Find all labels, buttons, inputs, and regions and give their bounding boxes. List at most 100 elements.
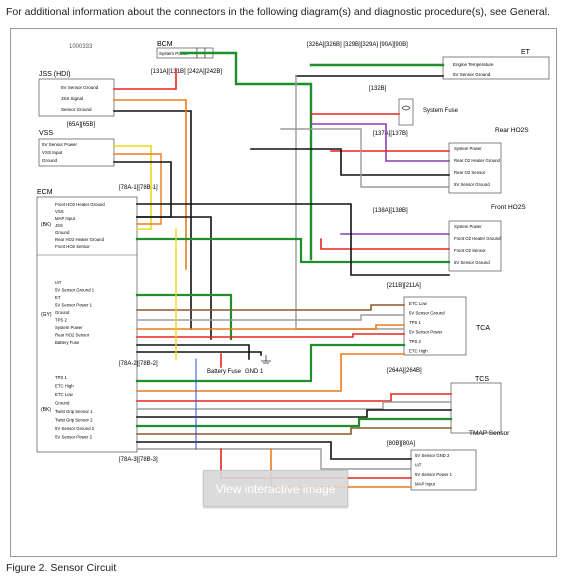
wire-black: [136, 441, 412, 460]
rear-o2-connector: [137A][137B]: [373, 131, 408, 137]
bcm-title: BCM: [157, 41, 173, 48]
wire-black: [250, 148, 450, 176]
tca-pin-label: 5V Sensor Ground: [409, 311, 445, 316]
ecm-pin-label: 5V Sensor Ground 2: [55, 426, 95, 431]
wire-red: [113, 68, 177, 90]
ecm-pin-label: ET: [55, 295, 61, 300]
tmap-connector: [80B][80A]: [387, 441, 415, 447]
ecm-pin-label: Ground: [55, 230, 70, 235]
ecm-pin-label: 5V Sensor Power 1: [55, 303, 93, 308]
jss-row: Sensor Ground: [61, 107, 92, 112]
ecm-pin-label: Rear HO2 Heater Ground: [55, 237, 105, 242]
vss-title: VSS: [39, 130, 53, 137]
rear-o2-pin-label: Rear O2 Sensor: [454, 170, 486, 175]
ecm-pin-label: 5V Sensor Ground 1: [55, 288, 95, 293]
wire-green: [135, 237, 451, 264]
wiring-diagram: 1000333 BCM System Power [131A][131B] [2…: [10, 28, 557, 557]
ecm-pin-label: Front HO2 Sensor: [55, 244, 90, 249]
ecm-connector-1: [78A-1][78B-1]: [119, 185, 158, 191]
tcs-connector: [264A][264B]: [387, 368, 422, 374]
wire-yellow: [113, 145, 152, 230]
ecm-connector-3: [78A-3][78B-3]: [119, 457, 158, 463]
tmap-pin-label: MAP Input: [415, 482, 436, 487]
tcs-title: TCS: [475, 376, 489, 383]
wire-brown: [136, 304, 405, 311]
ecm-side-label: (GY): [41, 312, 52, 318]
ecm-box: [36, 196, 138, 453]
tca-pin-label: ETC Low: [409, 301, 428, 306]
tca-pin-label: ETC High: [409, 349, 428, 354]
wire-violet: [310, 123, 450, 162]
ecm-pin-label: MAP Input: [55, 216, 76, 221]
front-o2-title: Front HO2S: [491, 204, 526, 211]
vss-row: VSS Input: [42, 150, 63, 155]
bcm-pin-label: System Power: [159, 51, 189, 56]
ecm-pin-label: VSS: [55, 209, 64, 214]
view-interactive-image-button[interactable]: View interactive image: [203, 470, 348, 507]
wire-black: [136, 409, 452, 418]
ecm-pin-label: 5V Sensor Power 2: [55, 435, 93, 440]
rear-o2-pin-label: System Power: [454, 146, 482, 151]
bcm-connector: [131A][131B] [242A][242B]: [151, 69, 222, 75]
tca-connector: [211B][211A]: [387, 283, 421, 289]
wire-orange: [136, 353, 405, 392]
wire-gray: [136, 448, 412, 470]
vss-row: 5V Sensor Power: [42, 142, 78, 147]
fuse-box: [398, 98, 414, 126]
wire-red: [136, 393, 452, 402]
ecm-pin-label: Front HO2 Heater Ground: [55, 202, 105, 207]
vss-box: [38, 138, 115, 167]
front-o2-box: [448, 220, 502, 272]
intro-text: For additional information about the con…: [6, 6, 550, 18]
rear-o2-pin-label: Rear O2 Heater Ground: [454, 158, 500, 163]
jss-row: JSS Signal: [61, 96, 83, 101]
ecm-pin-label: Twist Grip Sensor 2: [55, 418, 93, 423]
figure-caption: Figure 2. Sensor Circuit: [6, 562, 117, 574]
wire-gray: [280, 128, 450, 188]
ecm-pin-label: JSS: [55, 223, 63, 228]
et-row: Engine Temperature: [453, 62, 494, 67]
et-box: [442, 56, 550, 80]
fuse-icon: [401, 105, 411, 111]
ecm-pin-label: ETC High: [55, 384, 74, 389]
tmap-pin-label: 5V Sensor Power 1: [415, 472, 453, 477]
et-title: ET: [521, 49, 531, 56]
tca-pin-label: TPS 2: [409, 339, 422, 344]
ground-label: GND 1: [245, 369, 264, 375]
ground-icon: [261, 355, 271, 364]
ecm-pin-label: Twist Grip Sensor 1: [55, 409, 93, 414]
wire-black: [136, 344, 250, 360]
rear-o2-pin-label: 5V Sensor Ground: [454, 182, 490, 187]
battery-fuse-label: Battery Fuse: [207, 369, 242, 375]
front-o2-pin-label: System Power: [454, 224, 482, 229]
front-o2-pin-label: Front O2 Heater Ground: [454, 236, 501, 241]
diagram-id: 1000333: [69, 44, 93, 50]
jss-box: [38, 78, 115, 117]
ecm-pin-label: IAT: [55, 280, 62, 285]
ecm-pin-label: Rear HO2 Sensor: [55, 333, 90, 338]
ecm-side-label: (BK): [41, 222, 51, 228]
wire-black: [136, 351, 262, 356]
wire-red: [136, 333, 405, 338]
tca-box: [403, 296, 467, 356]
tmap-pin-label: 5V Sensor GND 2: [415, 453, 450, 458]
wire-orange: [136, 324, 405, 330]
tca-pin-label: TPS 1: [409, 320, 422, 325]
tmap-title: TMAP Sensor: [469, 430, 510, 437]
wire-gray: [136, 401, 452, 410]
rear-o2-box: [448, 142, 502, 194]
tmap-box: [410, 449, 477, 491]
wire-black: [113, 110, 192, 330]
wire-black: [136, 203, 450, 276]
wire-brown: [136, 427, 452, 435]
vss-row: Ground: [42, 158, 58, 163]
jss-title: JSS (HDI): [39, 71, 71, 78]
wire-orange: [113, 99, 187, 270]
vss-connector: [65A][65B]: [67, 122, 95, 128]
front-o2-pin-label: Front O2 Sensor: [454, 248, 486, 253]
wire-orange: [113, 153, 162, 225]
et-row: 5V Sensor Ground: [453, 72, 491, 77]
et-connector: [326A][326B] [329B][329A] [90A][90B]: [307, 42, 408, 48]
fuse-label: System Fuse: [423, 108, 459, 114]
ecm-pin-label: TPS 2: [55, 318, 68, 323]
